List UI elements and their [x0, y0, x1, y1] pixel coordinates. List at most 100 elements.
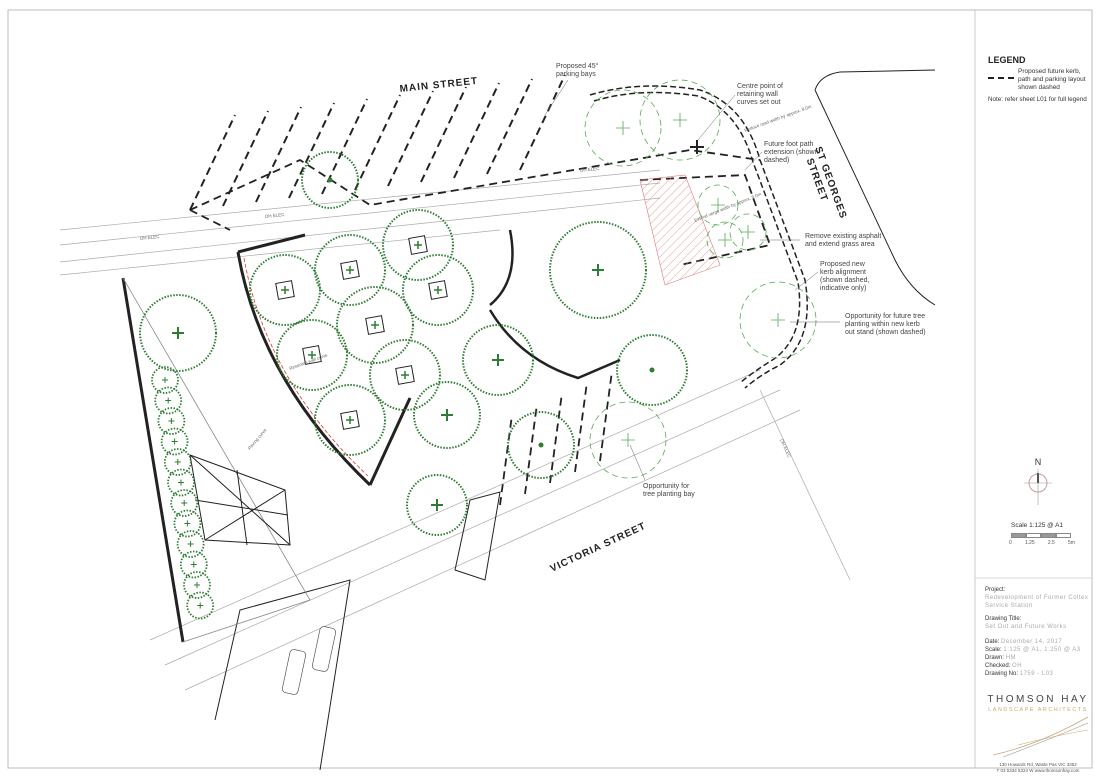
tree	[402, 254, 474, 326]
parking-bay-line	[222, 110, 269, 207]
tree	[336, 286, 414, 364]
compass-icon	[1024, 469, 1052, 505]
main-street-road	[59, 169, 661, 276]
project-value: Redevelopment of Former Coltex Service S…	[985, 595, 1089, 609]
contact-text: T 03 5334 5324 W www.thomsonhay.com	[996, 768, 1080, 773]
tree-centre-icon	[492, 354, 504, 366]
scale-ticks: 0 1.25 2.5 5m	[1009, 540, 1075, 546]
drawn-label: Drawn:	[985, 655, 1005, 661]
north-label: N	[1034, 457, 1042, 467]
tree	[276, 319, 348, 391]
side-panel: LEGEND Proposed future kerb, path and pa…	[978, 10, 1091, 773]
tree	[314, 384, 386, 456]
logo-swoosh	[992, 716, 1089, 758]
proposed-tree	[729, 213, 767, 251]
drawing-details: Date: December 14, 2017 Scale: 1:125 @ A…	[985, 638, 1091, 678]
reduce-road-label: Reduce road width by approx. 8.0m	[744, 104, 813, 133]
victoria-parking-bays	[499, 370, 613, 506]
drawing-title-label: Drawing Title:	[985, 616, 1022, 622]
drawing-no-label: Drawing No:	[985, 671, 1019, 677]
tree-centre-icon	[649, 367, 655, 373]
scale-tick: 0	[1009, 540, 1012, 546]
tree-centre-icon	[538, 442, 544, 448]
proposed-tree	[639, 79, 721, 161]
tree	[249, 254, 321, 326]
address-text: 130 Howards Rd, Waste Pas VIC 3352	[999, 762, 1077, 767]
sheet-border	[7, 9, 1093, 769]
parking-bay-line	[354, 94, 401, 191]
parking-bay-line	[486, 78, 533, 175]
parked-cars	[281, 626, 337, 695]
scale-label: Scale 1:125 @ A1	[1011, 522, 1064, 529]
small-tree	[163, 448, 192, 476]
scale-tick: 2.5	[1047, 540, 1055, 546]
legend-item-dashed: Proposed future kerb, path and parking l…	[988, 68, 1090, 92]
centre-point-cross-icon	[690, 140, 704, 154]
small-tree	[173, 509, 202, 538]
scale-detail-value: 1:125 @ A1, 1:250 @ A3	[1003, 647, 1081, 653]
tree	[406, 474, 468, 536]
main-street-label: MAIN STREET	[399, 76, 478, 95]
drawing-title-value: Set Out and Future Works	[985, 624, 1067, 630]
small-tree	[157, 407, 186, 435]
setout-line	[243, 257, 369, 477]
drawing-title-block: Drawing Title: Set Out and Future Works	[985, 615, 1089, 631]
tree	[301, 151, 359, 209]
company-logo-name: THOMSON HAY	[987, 694, 1089, 705]
tree	[616, 334, 688, 406]
project-block: Project: Redevelopment of Former Coltex …	[985, 586, 1089, 610]
legend-item-label: Proposed future kerb, path and parking l…	[1018, 68, 1086, 91]
annotation-parking-bays: Proposed 45°parking bays	[544, 62, 599, 116]
building-outlines	[214, 69, 936, 771]
paving-curve-label: Paving curve	[247, 427, 268, 451]
tree	[382, 209, 454, 281]
parking-bay-line	[499, 414, 513, 506]
oh-elec-label: OH ELEC	[779, 438, 792, 459]
small-tree	[170, 489, 199, 517]
checked-value: OH	[1012, 663, 1023, 669]
parking-bay-line	[453, 82, 500, 179]
small-tree	[186, 591, 215, 620]
parking-bay-line	[387, 90, 434, 187]
project-label: Project:	[985, 587, 1006, 593]
parking-bay-line	[574, 381, 588, 473]
extend-verge-label: Extend verge width by approx. 8.0m	[694, 191, 763, 223]
small-tree	[154, 386, 183, 415]
remove-asphalt-area	[639, 174, 721, 286]
legend-title: LEGEND	[988, 55, 1026, 65]
small-tree	[176, 530, 205, 558]
proposed-tree	[706, 221, 744, 259]
parking-bay-line	[549, 392, 563, 484]
proposed-trees-dashed	[584, 79, 817, 479]
scale-detail-label: Scale:	[985, 647, 1002, 653]
tree-centre-icon	[441, 409, 453, 421]
small-tree	[179, 550, 208, 579]
drawn-value: HM	[1005, 655, 1017, 661]
date-label: Date:	[985, 639, 1000, 645]
victoria-street-label: VICTORIA STREET	[549, 521, 648, 575]
oh-elec-label: OH ELEC	[265, 212, 286, 219]
drawing-no-value: 1759 - L03	[1019, 671, 1054, 677]
trees	[139, 151, 688, 620]
small-tree	[160, 427, 189, 456]
tree	[462, 324, 534, 396]
parking-bay-line	[288, 102, 335, 199]
tree	[549, 221, 647, 319]
parking-bay-line	[420, 86, 467, 183]
date-value: December 14, 2017	[1001, 639, 1063, 645]
victoria-street-road	[149, 369, 851, 691]
company-address: 130 Howards Rd, Waste Pas VIC 3352 T 03 …	[986, 762, 1090, 774]
tree	[314, 234, 386, 306]
parking-bay-line	[189, 114, 236, 211]
company-logo-subtitle: LANDSCAPE ARCHITECTS	[988, 707, 1088, 713]
